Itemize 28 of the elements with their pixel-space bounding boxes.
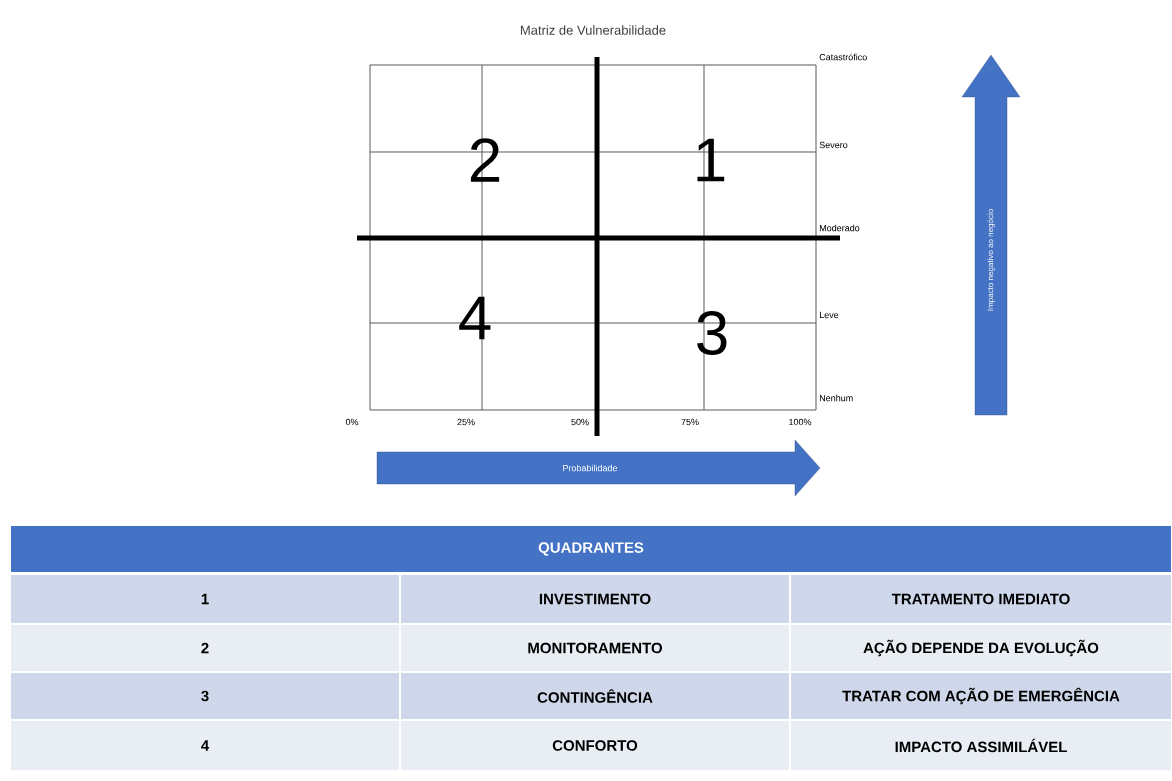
table-cell: IMPACTO ASSIMILÁVEL bbox=[791, 721, 1171, 770]
table-cell: CONFORTO bbox=[401, 721, 789, 770]
tick-label: 50% bbox=[571, 418, 589, 426]
axis-label: Severo bbox=[819, 141, 848, 149]
quadrant-number: 1 bbox=[697, 138, 725, 182]
tick-label: 0% bbox=[345, 418, 359, 426]
tick-label: 25% bbox=[457, 418, 475, 426]
table-cell: 1 bbox=[11, 575, 399, 623]
table-cell: INVESTIMENTO bbox=[401, 575, 789, 623]
table-header: QUADRANTES bbox=[11, 526, 1171, 572]
tick-label: 75% bbox=[681, 418, 699, 426]
axis-label: Catastrófico bbox=[819, 53, 867, 61]
axis-label: Moderado bbox=[819, 224, 860, 232]
quadrant-number: 2 bbox=[470, 138, 500, 182]
quadrant-number: 4 bbox=[459, 296, 491, 340]
table-cell: 3 bbox=[11, 673, 399, 719]
chart-title: Matriz de Vulnerabilidade bbox=[520, 25, 666, 35]
table-cell: TRATAR COM AÇÃO DE EMERGÊNCIA bbox=[791, 673, 1171, 719]
table-cell: AÇÃO DEPENDE DA EVOLUÇÃO bbox=[791, 625, 1171, 671]
tick-label: 100% bbox=[789, 418, 812, 426]
table-cell: 2 bbox=[11, 625, 399, 671]
table-cell: CONTINGÊNCIA bbox=[401, 673, 789, 719]
axis-label: Leve bbox=[819, 311, 839, 319]
axis-label: Nenhum bbox=[819, 394, 853, 402]
table-cell: MONITORAMENTO bbox=[401, 625, 789, 671]
table-cell: 4 bbox=[11, 721, 399, 770]
table-cell: TRATAMENTO IMEDIATO bbox=[791, 575, 1171, 623]
quadrant-number: 3 bbox=[697, 311, 727, 355]
